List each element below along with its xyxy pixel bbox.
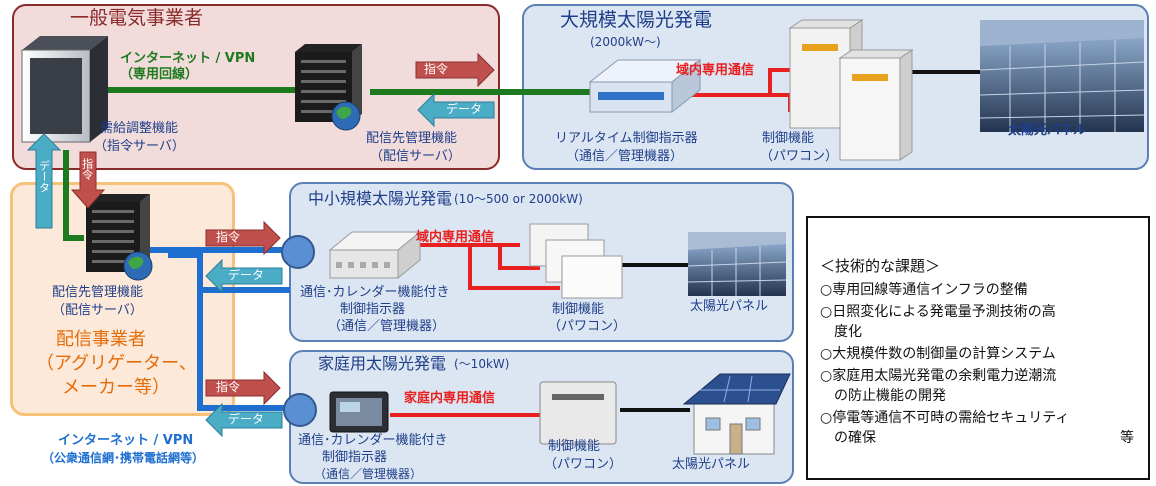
- supply-server-sublabel: （指令サーバ）: [94, 139, 185, 154]
- issues-title: ＜技術的な課題＞: [820, 257, 941, 275]
- large-inverter-icon: [788, 19, 914, 161]
- issue-item: の防止機能の開発: [820, 388, 946, 404]
- medium-data-label: データ: [228, 268, 265, 282]
- command-arrow: [205, 220, 281, 256]
- issue-item: ○専用回線等通信インフラの整備: [820, 282, 1028, 298]
- aggregator-server-label: 配信先管理機能: [52, 285, 144, 300]
- dist-server-sublabel: （配信サーバ）: [370, 149, 461, 164]
- issue-item: ○家庭用太陽光発電の余剰電力逆潮流: [820, 368, 1057, 384]
- medium-solar-title: 中小規模太陽光発電: [308, 189, 453, 208]
- home-controller-icon: [329, 391, 389, 433]
- realtime-controller-icon: [588, 58, 702, 114]
- home-data-label: データ: [228, 412, 265, 426]
- home-inverter-icon: [539, 381, 617, 445]
- aggregator-name: 配信事業者: [56, 329, 146, 350]
- large-inverter-sublabel: （パワコン）: [760, 149, 839, 164]
- home-solar-title: 家庭用太陽光発電: [318, 354, 447, 373]
- home-controller-sublabel2: （通信／管理機器）: [314, 467, 423, 481]
- large-solar-title: 大規模太陽光発電: [560, 9, 713, 31]
- home-comm-label: 家庭内専用通信: [404, 391, 496, 406]
- realtime-controller-label: リアルタイム制御指示器: [555, 131, 698, 146]
- aggregator-server-icon: [86, 194, 153, 281]
- medium-network-node: [281, 235, 315, 269]
- supply-server-label: 需給調整機能: [100, 121, 179, 136]
- utility-title: 一般電気事業者: [70, 7, 204, 29]
- large-comm-label: 域内専用通信: [676, 63, 755, 78]
- home-controller-sublabel: 制御指示器: [322, 450, 388, 465]
- aggregator-name-line3: メーカー等）: [62, 377, 170, 398]
- public-network-sublabel: （公衆通信網･携帯電話網等）: [42, 451, 205, 465]
- large-solar-panel-icon: [979, 20, 1145, 132]
- aggregator-name-line2: （アグリゲーター、: [36, 353, 197, 374]
- supply-server-icon: [21, 36, 108, 143]
- issue-item: の確保: [820, 430, 876, 446]
- distribution-server-icon: [295, 44, 362, 131]
- command-arrow: [415, 52, 495, 88]
- medium-inverter-label: 制御機能: [552, 302, 605, 317]
- medium-controller-sublabel: 制御指示器: [340, 302, 406, 317]
- command-down-label: 指令: [80, 158, 94, 180]
- issue-item: ○大規模件数の制御量の計算システム: [820, 346, 1056, 362]
- medium-inverter-sublabel: （パワコン）: [548, 319, 627, 334]
- data-arrow-up: [26, 133, 62, 229]
- issue-item: ○日照変化による発電量予測技術の高: [820, 304, 1056, 320]
- data-arrow: [205, 402, 283, 438]
- large-panel-label: 太陽光パネル: [1008, 123, 1087, 138]
- medium-command-label: 指令: [216, 230, 241, 244]
- issue-item: 度化: [820, 324, 862, 340]
- medium-solar-panel-icon: [687, 232, 787, 296]
- medium-comm-label: 域内専用通信: [416, 230, 495, 245]
- command-arrow: [205, 370, 281, 406]
- realtime-controller-sublabel: （通信／管理機器）: [566, 149, 684, 164]
- data-arrow-label: データ: [446, 102, 483, 116]
- home-command-label: 指令: [216, 380, 241, 394]
- home-solar-subtitle: (～10kW): [454, 357, 510, 371]
- large-inverter-label: 制御機能: [762, 131, 815, 146]
- home-controller-label: 通信･カレンダー機能付き: [298, 433, 448, 448]
- data-arrow: [205, 258, 283, 294]
- dist-server-label: 配信先管理機能: [366, 131, 458, 146]
- command-arrow-label: 指令: [424, 62, 449, 76]
- home-inverter-label: 制御機能: [548, 439, 601, 454]
- home-inverter-sublabel: （パワコン）: [544, 457, 623, 472]
- internet-line-label: インターネット / VPN: [120, 51, 256, 66]
- home-network-node: [283, 393, 317, 427]
- aggregator-server-sublabel: （配信サーバ）: [52, 303, 143, 318]
- medium-controller-sublabel2: （通信／管理機器）: [328, 319, 446, 334]
- medium-panel-label: 太陽光パネル: [690, 299, 769, 314]
- medium-solar-subtitle: (10～500 or 2000kW): [454, 192, 583, 206]
- command-arrow-down: [70, 151, 106, 209]
- large-solar-subtitle: (2000kW～): [590, 35, 661, 49]
- data-up-label: データ: [37, 160, 51, 193]
- home-panel-label: 太陽光パネル: [672, 457, 751, 472]
- dedicated-line: [63, 87, 600, 241]
- house-solar-icon: [682, 373, 791, 455]
- internet-line-sublabel: （専用回線）: [120, 67, 199, 82]
- technical-issues-box: ＜技術的な課題＞ ○専用回線等通信インフラの整備 ○日照変化による発電量予測技術…: [806, 216, 1150, 480]
- medium-controller-icon: [328, 230, 422, 280]
- medium-controller-label: 通信･カレンダー機能付き: [300, 285, 450, 300]
- public-network-label: インターネット / VPN: [58, 433, 194, 448]
- medium-inverter-icon: [529, 223, 623, 299]
- data-arrow: [417, 92, 495, 128]
- issues-etc: 等: [1120, 430, 1134, 446]
- issue-item: ○停電等通信不可時の需給セキュリティ: [820, 410, 1070, 426]
